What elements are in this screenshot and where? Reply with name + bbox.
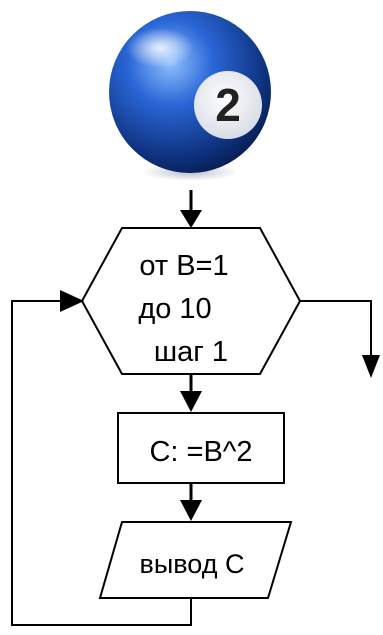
loop-to-process-arrow (180, 374, 202, 412)
loop-back-line (11, 290, 192, 626)
output-label: вывод С (140, 549, 245, 579)
output-parallelogram (98, 521, 293, 599)
number-badge: 2 (109, 11, 271, 181)
process-label: С: =В^2 (149, 436, 252, 468)
badge-number: 2 (215, 79, 241, 131)
process-block: С: =В^2 (117, 412, 285, 484)
loop-to-label: до 10 (138, 293, 211, 325)
loop-exit-arrow (300, 300, 380, 378)
output-block: вывод С (98, 521, 293, 599)
process-rectangle (117, 412, 285, 484)
loop-step-label: шаг 1 (154, 336, 228, 368)
loop-block: от В=1 до 10 шаг 1 (80, 227, 302, 375)
badge-number-circle (194, 71, 262, 139)
process-to-output-arrow (180, 483, 202, 521)
entry-arrow (180, 190, 202, 228)
badge-shine (126, 28, 194, 68)
loop-from-label: от В=1 (139, 250, 228, 282)
